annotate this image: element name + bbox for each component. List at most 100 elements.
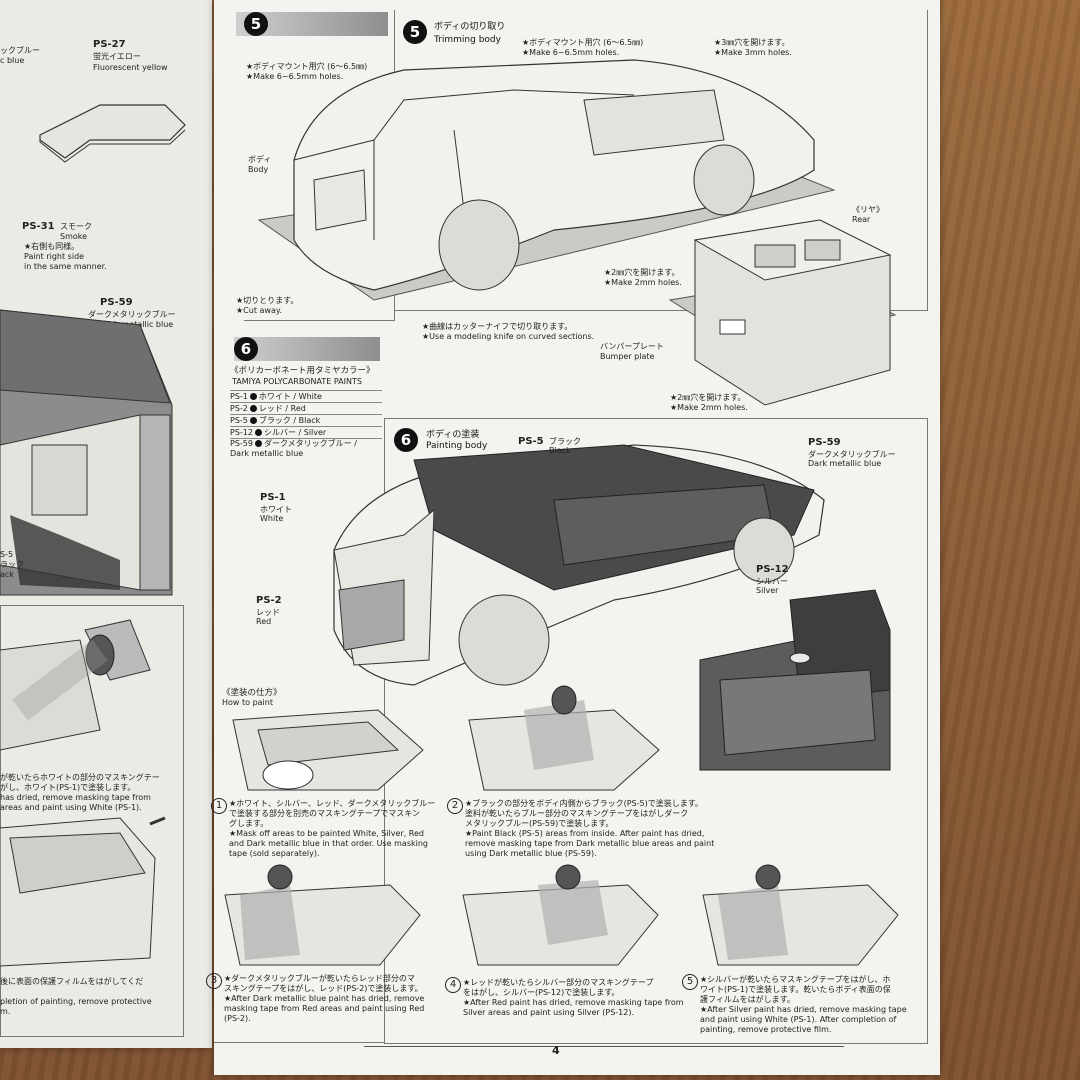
ps27-jp: 蛍光イエロー [93,52,141,61]
howto-sketch-5 [702,864,899,966]
ps1-callout-code: PS-1 [260,492,286,503]
howto-step-number: 3 [206,973,222,989]
howto-step-number: 4 [445,977,461,993]
howto-sketch-2 [468,685,660,791]
paint-code: PS-5 [230,416,248,425]
ps1-callout-jp: ホワイト [260,505,292,514]
ps5-callout-en: Black [549,446,571,455]
paint-name: ダークメタリックブルー / Dark metallic blue [230,439,357,458]
paints-header-jp: 《ポリカーボネート用タミヤカラー》 [230,366,375,376]
ps5-callout-jp: ブラック [549,437,581,446]
rear-label: 《リヤ》 Rear [852,205,884,224]
silver-detail-drawing [699,589,891,771]
howto-step-text: ★ホワイト、シルバー、レッド、ダークメタリックブルー で塗装する部分を別売のマス… [229,799,436,858]
paint-code: PS-59 [230,439,253,448]
ps59-callout-jp: ダークメタリックブルー [808,450,896,459]
step6-header-bar [234,337,380,361]
howto-step-number: 5 [682,974,698,990]
ps59-jp: ダークメタリックブルー [88,310,176,319]
body-label: ボディ Body [248,155,272,174]
ps59-code: PS-59 [100,297,133,308]
ps2-callout-jp: レッド [256,608,280,617]
step6-title-en: Painting body [426,441,488,451]
howto-step-number: 1 [211,798,227,814]
ps31-code: PS-31 [22,221,55,232]
howto-step-text: ★ブラックの部分をボディ内側からブラック(PS-5)で塗装します。 塗料が乾いた… [465,799,715,858]
howto-step-number: 2 [447,798,463,814]
left-page: ックブルー c blue PS-27 蛍光イエロー Fluorescent ye… [0,0,212,1048]
ps27-code: PS-27 [93,39,126,50]
ps1-callout-en: White [260,514,284,523]
bumper-plate-label: バンパープレート Bumper plate [600,342,664,361]
ps12-callout-code: PS-12 [756,564,789,575]
ps2-callout-code: PS-2 [256,595,282,606]
knife-note: ★曲線はカッターナイフで切り取ります。 ★Use a modeling knif… [422,322,595,341]
paint-swatch-icon [249,393,257,400]
ps31-en: Smoke [60,232,88,241]
paint-name: ブラック / Black [258,416,321,425]
paints-header-en: TAMIYA POLYCARBONATE PAINTS [232,377,362,386]
ps59-callout-en: Dark metallic blue [808,459,882,468]
rear-bumper-drawing [668,219,897,406]
paint-name: レッド / Red [258,404,306,413]
white-note: が乾いたらホワイトの部分のマスキングテー がし、ホワイト(PS-1)で塗装します… [0,773,160,812]
howto-sketch-4 [462,864,659,966]
left-bottom-frame [0,605,184,1037]
ps5-callout-code: PS-5 [518,436,544,447]
howto-step-text: ★ダークメタリックブルーが乾いたらレッド部分のマ スキングテープをはがし、レッド… [224,974,425,1023]
paint-code: PS-1 [230,392,248,401]
paint-row: PS-2 レッド / Red [230,402,382,414]
step5-title-en: Trimming body [434,35,501,45]
how-to-en: How to paint [222,698,273,707]
step6-title-badge: 6 [394,428,418,452]
page-number: 4 [552,1044,560,1057]
paint-swatch-icon [254,440,262,447]
paint-row: PS-5 ブラック / Black [230,414,382,426]
final-note: 後に表面の保護フィルムをはがしてくだ pletion of painting, … [0,977,152,1016]
howto-sketch-3 [224,864,421,966]
ps2-callout-en: Red [256,617,272,626]
2mm-hole-note-a: ★2㎜穴を開けます。 ★Make 2mm holes. [604,268,682,287]
wing-drawing [39,104,186,163]
right-page: 5 5 ボディの切り取り Trimming body ★ボディマウント用穴 (6… [206,0,940,1075]
step6-title-jp: ボディの塗装 [426,430,480,440]
ps31-note: ★右側も同様。 Paint right side in the same man… [24,242,107,271]
paint-swatch-icon [249,417,257,424]
3mm-hole-note: ★3㎜穴を開けます。 ★Make 3mm holes. [714,38,792,57]
spray-drawing-left [0,619,151,751]
trim-body-drawing [257,59,836,301]
ps59-callout-code: PS-59 [808,437,841,448]
step5-badge: 5 [244,12,268,36]
ps12-callout-jp: シルバー [756,577,788,586]
paint-row: PS-1 ホワイト / White [230,390,382,402]
cab-drawing [0,309,173,596]
2mm-hole-note-b: ★2㎜穴を開けます。 ★Make 2mm holes. [670,393,748,412]
paint-swatch-icon [249,405,257,412]
step5-title-badge: 5 [403,20,427,44]
paint-name: シルバー / Silver [263,428,327,437]
paint-code: PS-12 [230,428,253,437]
ps27-en: Fluorescent yellow [93,63,168,72]
top-partial-label: ックブルー c blue [0,46,40,65]
paint-row: PS-12 シルバー / Silver [230,426,382,438]
ps5-partial: S-5 ラック ack [0,550,24,579]
ps31-jp: スモーク [60,222,92,231]
paints-table: PS-1 ホワイト / White PS-2 レッド / Red PS-5 ブラック … [230,390,382,461]
ps12-callout-en: Silver [756,586,779,595]
step6-badge: 6 [234,337,258,361]
step5-title-jp: ボディの切り取り [434,22,506,32]
paint-swatch-icon [254,429,262,436]
footer-rule [364,1046,844,1047]
paint-code: PS-2 [230,404,248,413]
howto-sketch-1 [232,709,424,791]
howto-step-text: ★シルバーが乾いたらマスキングテープをはがし、ホ ワイト(PS-1)で塗装します… [700,975,907,1034]
cab-film-drawing [0,816,166,967]
paint-name: ホワイト / White [258,392,322,401]
paint-body-drawing [333,444,825,686]
how-to-jp: 《塗装の仕方》 [222,688,282,698]
mount-hole-note-left: ★ボディマウント用穴 (6〜6.5㎜) ★Make 6~6.5mm holes. [246,62,368,81]
mount-hole-note-mid: ★ボディマウント用穴 (6〜6.5㎜) ★Make 6~6.5mm holes. [522,38,644,57]
cut-away-note: ★切りとります。 ★Cut away. [236,296,299,315]
howto-step-text: ★レッドが乾いたらシルバー部分のマスキングテープ をはがし、シルバー(PS-12… [463,978,684,1017]
